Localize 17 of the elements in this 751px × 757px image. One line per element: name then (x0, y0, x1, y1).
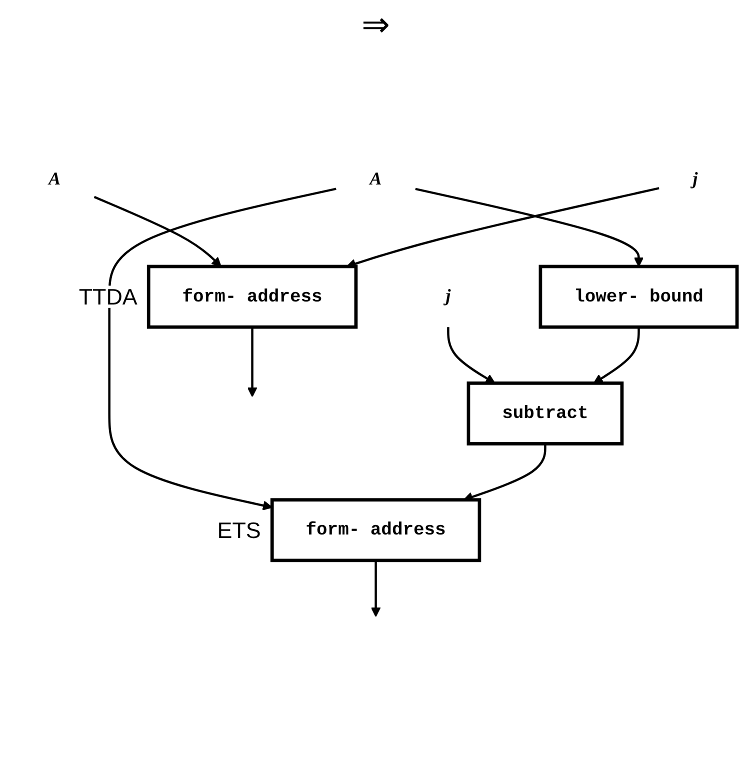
function-box: lower- bound (538, 264, 738, 329)
input-label: A (48, 170, 60, 190)
arrow (108, 188, 336, 510)
function-box: form- address (146, 264, 358, 329)
arrow (246, 327, 257, 398)
arrow (93, 196, 221, 267)
arrow (370, 560, 380, 617)
function-box: subtract (466, 381, 624, 446)
input-label: j (445, 286, 450, 306)
machine-label: ETS (216, 518, 260, 543)
implies-arrow-symbol: ⇒ (362, 6, 390, 44)
arrow (446, 327, 495, 384)
input-label: j (692, 170, 698, 190)
arrow (592, 327, 640, 384)
input-label: A (369, 170, 382, 190)
arrow (414, 188, 644, 267)
function-box: form- address (270, 498, 481, 562)
